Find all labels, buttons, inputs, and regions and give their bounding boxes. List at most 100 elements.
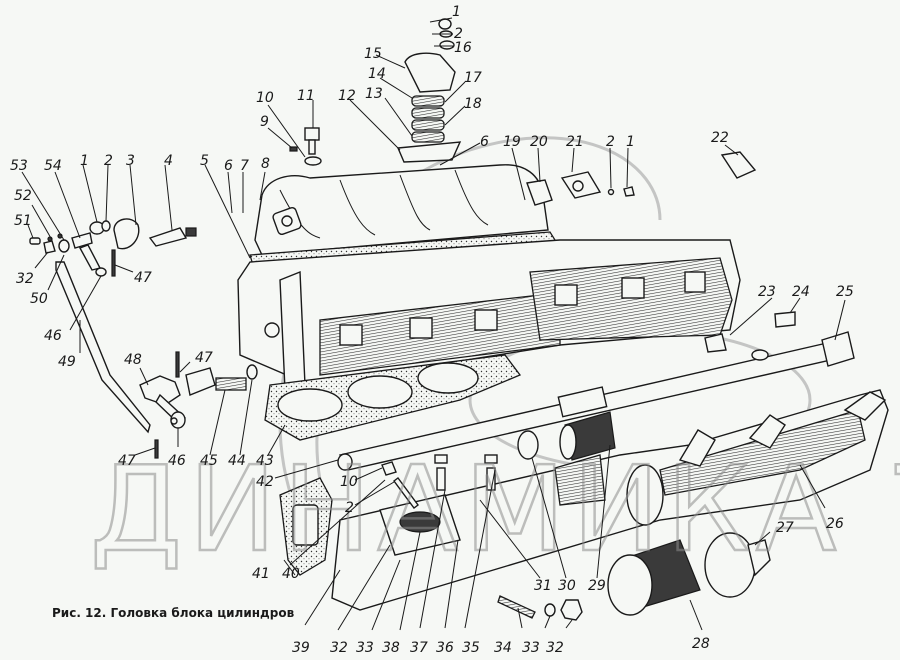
- callout-49: 49: [58, 354, 76, 370]
- leader-line-28: [689, 599, 703, 631]
- callout-23: 23: [758, 284, 776, 300]
- callout-26: 26: [826, 516, 844, 532]
- callout-5: 5: [200, 153, 209, 169]
- leader-line-30: [531, 457, 567, 579]
- stud-washer-nut: [497, 595, 583, 621]
- callout-6: 6: [224, 158, 233, 174]
- leader-line-50: [47, 254, 65, 291]
- callout-35: 35: [462, 640, 480, 656]
- callout-1: 1: [452, 4, 461, 20]
- callout-33: 33: [356, 640, 374, 656]
- callout-20: 20: [530, 134, 548, 150]
- callout-34: 34: [494, 640, 512, 656]
- leader-line-45: [209, 389, 226, 456]
- leader-line-33: [371, 559, 401, 631]
- leader-line-33: [544, 615, 551, 629]
- leader-line-47: [179, 361, 191, 373]
- leader-line-46: [69, 275, 102, 331]
- callout-53: 53: [10, 158, 28, 174]
- callout-44: 44: [228, 453, 246, 469]
- callout-25: 25: [836, 284, 854, 300]
- leader-line-10: [354, 467, 383, 481]
- callout-3: 3: [126, 153, 135, 169]
- leader-line-15: [375, 54, 406, 69]
- callout-9: 9: [260, 114, 269, 130]
- head-gasket: [264, 354, 522, 441]
- callout-32: 32: [16, 271, 34, 287]
- lever-bracket: [139, 351, 258, 459]
- callout-24: 24: [792, 284, 810, 300]
- leader-line-52: [31, 204, 53, 241]
- callout-47: 47: [134, 270, 152, 286]
- leader-line-31: [479, 499, 541, 579]
- exhaust-manifold: [331, 389, 889, 611]
- intake-gasket: [279, 477, 333, 576]
- callout-19: 19: [503, 134, 521, 150]
- leader-line-1: [626, 147, 629, 188]
- leader-line-36: [444, 539, 459, 629]
- rail-pipe: [337, 311, 855, 471]
- leader-line-54: [54, 171, 81, 239]
- callout-12: 12: [338, 88, 356, 104]
- leader-line-1: [429, 17, 453, 23]
- callout-10: 10: [340, 474, 358, 490]
- leader-line-40: [289, 479, 386, 566]
- callout-36: 36: [436, 640, 454, 656]
- throttle-linkage: [29, 218, 197, 434]
- cylinder-head: [237, 239, 741, 391]
- callout-16: 16: [454, 40, 472, 56]
- leader-line-53: [21, 171, 65, 241]
- callout-17: 17: [464, 70, 482, 86]
- callout-11: 11: [297, 88, 315, 104]
- clamp-sleeve: [517, 411, 616, 506]
- callout-7: 7: [240, 158, 249, 174]
- leader-line-4: [164, 164, 173, 231]
- callout-46: 46: [168, 453, 186, 469]
- leader-line-37: [419, 489, 446, 629]
- leader-line-48: [139, 367, 149, 386]
- leader-line-12: [349, 99, 401, 151]
- callout-6: 6: [480, 134, 489, 150]
- callout-28: 28: [692, 636, 710, 652]
- leader-line-44: [239, 379, 253, 456]
- callout-50: 50: [30, 291, 48, 307]
- callout-33: 33: [522, 640, 540, 656]
- leader-line-14: [379, 77, 413, 99]
- leader-line-23: [729, 297, 773, 336]
- callout-10: 10: [256, 90, 274, 106]
- leader-line-1: [82, 164, 98, 223]
- leader-line-35: [464, 469, 496, 629]
- callout-51: 51: [14, 213, 32, 229]
- leader-line-38: [399, 531, 421, 631]
- leader-line-22: [724, 144, 739, 156]
- leader-line-47: [134, 447, 156, 456]
- callout-27: 27: [776, 520, 794, 536]
- callout-4: 4: [164, 153, 173, 169]
- callout-47: 47: [118, 453, 136, 469]
- leader-line-29: [596, 444, 611, 579]
- top-stack-assembly: [396, 18, 462, 163]
- leader-line-25: [834, 299, 846, 341]
- callout-42: 42: [256, 474, 274, 490]
- leader-line-21: [571, 147, 575, 173]
- callout-39: 39: [292, 640, 310, 656]
- leader-line-24: [789, 297, 801, 314]
- leader-line-2: [105, 164, 109, 222]
- callout-32: 32: [546, 640, 564, 656]
- leader-line-10: [267, 104, 306, 158]
- callout-31: 31: [534, 578, 552, 594]
- leader-line-3: [129, 164, 137, 226]
- leader-line-26: [799, 464, 826, 509]
- leader-line-2: [609, 147, 612, 189]
- callout-46: 46: [44, 328, 62, 344]
- callout-30: 30: [558, 578, 576, 594]
- callout-2: 2: [104, 153, 113, 169]
- callout-1: 1: [80, 153, 89, 169]
- manifold-nuts: [381, 461, 419, 509]
- leader-line-51: [27, 224, 34, 239]
- leader-line-39: [304, 569, 341, 626]
- callout-52: 52: [14, 188, 32, 204]
- leader-line-19: [511, 147, 526, 201]
- leader-line-13: [384, 97, 413, 137]
